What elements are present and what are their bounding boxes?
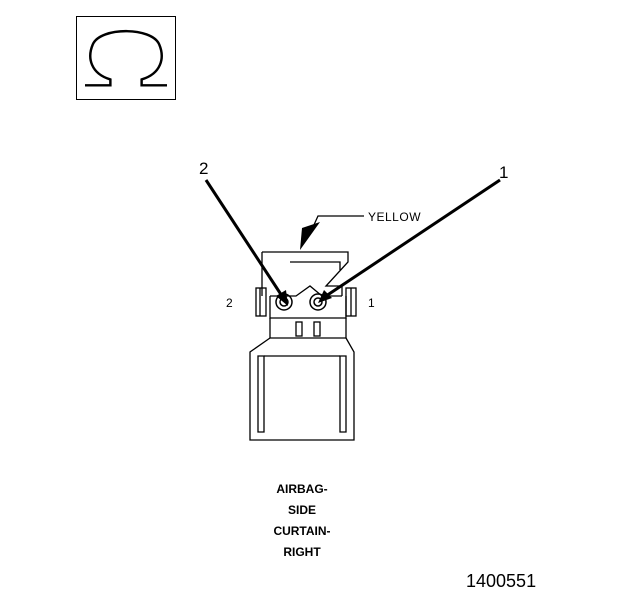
callout-label-1: 1 xyxy=(499,163,509,182)
caption-line-3: CURTAIN- xyxy=(273,524,331,538)
ohm-icon xyxy=(85,29,167,87)
yellow-pointer xyxy=(300,215,364,250)
caption-line-2: SIDE xyxy=(287,503,316,517)
callout-label-2: 2 xyxy=(199,159,209,178)
connector-caption: AIRBAG- SIDE CURTAIN- RIGHT xyxy=(232,479,372,563)
pin-label-1: 1 xyxy=(368,296,375,310)
ohm-symbol-box xyxy=(76,16,176,100)
figure-number: 1400551 xyxy=(466,571,537,591)
callout-leaders xyxy=(204,178,501,306)
pin-1-cavity xyxy=(309,293,327,311)
connector-housing xyxy=(249,337,355,441)
pin-label-2: 2 xyxy=(226,296,233,310)
caption-line-4: RIGHT xyxy=(283,545,321,559)
wire-color-label: YELLOW xyxy=(368,210,422,224)
connector-body xyxy=(255,287,357,339)
connector-top-cap xyxy=(261,251,349,297)
caption-line-1: AIRBAG- xyxy=(276,482,328,496)
